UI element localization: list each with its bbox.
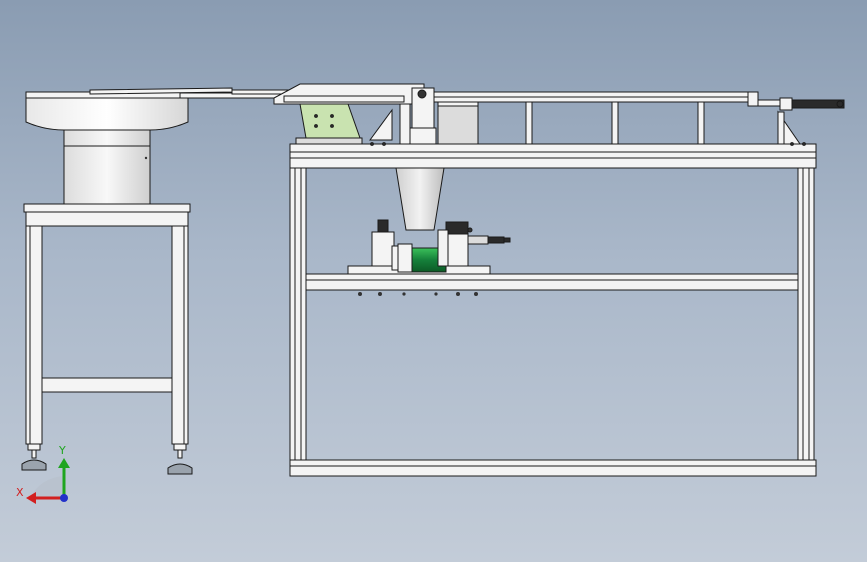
press-unit	[347, 219, 511, 275]
shelf-bolts	[358, 292, 478, 296]
cylinder-head	[779, 97, 793, 111]
stand-leg-left	[25, 225, 43, 445]
frame-bottom-beam	[289, 459, 817, 477]
z-axis-dot	[60, 494, 68, 502]
top-mechanism	[231, 83, 845, 146]
x-axis-arrow	[26, 492, 36, 504]
actuator-block	[437, 103, 479, 145]
foot-right	[167, 463, 193, 475]
funnel-hopper	[395, 167, 445, 231]
feeder-stand	[21, 203, 193, 475]
frame-top-plate	[289, 143, 817, 153]
bowl-base-drum	[63, 145, 151, 205]
bowl-body	[25, 97, 189, 131]
bowl-feeder	[25, 87, 281, 205]
stand-top-plate	[23, 203, 191, 213]
press-block-left	[371, 231, 395, 267]
frame-middle-shelf	[305, 273, 799, 291]
press-block-right	[445, 231, 469, 267]
stand-cross-bar	[41, 377, 173, 393]
frame-column-left	[289, 167, 307, 461]
green-plate	[299, 103, 361, 139]
stand-leg-right	[171, 225, 189, 445]
y-axis-label: Y	[58, 444, 66, 457]
x-axis-label: X	[16, 486, 24, 499]
axis-triad: Y X	[16, 444, 70, 504]
foot-left	[21, 459, 47, 471]
pneumatic-cylinder	[791, 99, 845, 109]
stand-top-beam	[25, 211, 189, 227]
bowl-neck	[63, 129, 151, 147]
main-frame	[289, 143, 817, 477]
support-bracket	[369, 108, 393, 141]
y-axis-arrow	[58, 458, 70, 468]
frame-top-beam	[289, 151, 817, 169]
frame-column-right	[797, 167, 815, 461]
